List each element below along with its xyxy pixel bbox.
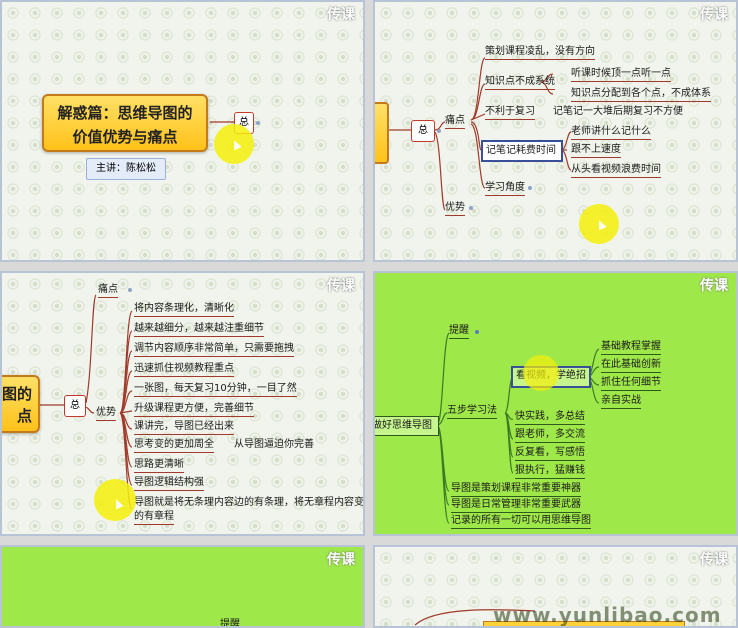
root-node-label: 做好思维导图 bbox=[373, 420, 432, 431]
watermark-logo: 传课 bbox=[327, 552, 355, 568]
advantage-item-11-line1[interactable]: 导图就是将无条理内容边的有条理，将无章程内容变 bbox=[134, 497, 364, 508]
step-4[interactable]: 狠执行，猛赚钱 bbox=[515, 465, 585, 479]
advantage-item-6[interactable]: 升级课程更方便，完善细节 bbox=[134, 403, 254, 417]
knowledge-sub-1[interactable]: 听课时候顶一点听一点 bbox=[571, 68, 671, 82]
expand-dot[interactable] bbox=[528, 186, 532, 190]
advantage-item-8[interactable]: 思考变的更加周全 bbox=[134, 439, 214, 453]
watermark-logo: 传课 bbox=[327, 278, 355, 294]
pain-item-2[interactable]: 知识点不成系统 bbox=[485, 76, 555, 90]
connector-lines bbox=[210, 121, 234, 123]
watch-sub-2[interactable]: 在此基础创新 bbox=[601, 359, 661, 373]
step-1[interactable]: 快实践，多总结 bbox=[515, 411, 585, 425]
advantage-item-3[interactable]: 调节内容顺序非常简单，只需要拖拽 bbox=[134, 343, 294, 357]
expand-dot[interactable] bbox=[437, 129, 441, 133]
step-2[interactable]: 跟老师，多交流 bbox=[515, 429, 585, 443]
expand-dot[interactable] bbox=[469, 206, 473, 210]
advantage-node[interactable]: 优势 bbox=[445, 202, 465, 216]
advantage-item-2[interactable]: 越来越细分，越来越注重细节 bbox=[134, 323, 264, 337]
presenter-label: 主讲：陈松松 bbox=[86, 158, 166, 180]
main-title-line1: 解惑篇：思维导图的 bbox=[57, 104, 193, 122]
connector-lines bbox=[40, 294, 133, 510]
expand-dot[interactable] bbox=[475, 330, 479, 334]
pain-item-1[interactable]: 策划课程凌乱，没有方向 bbox=[485, 46, 595, 60]
advantage-item-10[interactable]: 导图逻辑结构强 bbox=[134, 477, 204, 491]
panel-learning-method: 传课 做好思维导图 提醒 五步学习法 看视频，学绝招 基础教程掌握 在此基础创新… bbox=[373, 271, 738, 536]
remind-node[interactable]: 提醒 bbox=[220, 619, 240, 626]
notes-sub-2[interactable]: 跟不上速度 bbox=[571, 144, 621, 158]
five-steps-node[interactable]: 五步学习法 bbox=[447, 405, 497, 419]
pain-item-4: 记笔记耗费时间 bbox=[486, 145, 556, 156]
pain-item-4-selected[interactable]: 记笔记耗费时间 bbox=[481, 140, 563, 162]
panel-advantages: 传课 图的 点 总 痛点 优势 将内容条理化，清晰化 越来越细分，越来越注重细节… bbox=[0, 271, 365, 536]
expand-dot[interactable] bbox=[128, 288, 132, 292]
root-node[interactable]: 总 bbox=[411, 120, 435, 142]
title-fragment-line1: 图的 bbox=[1, 385, 32, 403]
bottom-item-1[interactable]: 导图是策划课程非常重要神器 bbox=[451, 483, 581, 497]
advantage-item-11-line2[interactable]: 的有章程 bbox=[134, 511, 174, 525]
title-node-fragment bbox=[375, 102, 389, 164]
panel-bottom-left: 传课 提醒 bbox=[0, 545, 365, 628]
main-title-line2: 价值优势与痛点 bbox=[72, 128, 178, 146]
advantage-item-9[interactable]: 思路更清晰 bbox=[134, 459, 184, 473]
advantage-node[interactable]: 优势 bbox=[96, 407, 116, 421]
advantage-item-5[interactable]: 一张图，每天复习10分钟，一目了然 bbox=[134, 383, 297, 397]
panel-intro: 传课 解惑篇：思维导图的 价值优势与痛点 主讲：陈松松 总 bbox=[0, 0, 365, 262]
pain-item-3[interactable]: 不利于复习 bbox=[485, 106, 535, 120]
watermark-logo: 传课 bbox=[327, 7, 355, 23]
root-node[interactable]: 做好思维导图 bbox=[373, 416, 439, 436]
bottom-item-2[interactable]: 导图是日常管理非常重要武器 bbox=[451, 499, 581, 513]
knowledge-sub-2[interactable]: 知识点分配到各个点，不成体系 bbox=[571, 88, 711, 102]
pain-item-5[interactable]: 学习角度 bbox=[485, 182, 525, 196]
notes-sub-1[interactable]: 老师讲什么记什么 bbox=[571, 126, 651, 140]
watermark-logo: 传课 bbox=[700, 7, 728, 23]
cursor-highlight bbox=[214, 124, 254, 164]
watch-sub-4[interactable]: 亲自实战 bbox=[601, 395, 641, 409]
title-node-fragment: 图的 点 bbox=[1, 375, 40, 433]
step-3[interactable]: 反复看，写感悟 bbox=[515, 447, 585, 461]
expand-dot[interactable] bbox=[256, 121, 260, 125]
review-sub[interactable]: 记笔记一大堆后期复习不方便 bbox=[553, 106, 683, 117]
advantage-item-4[interactable]: 迅速抓住视频教程重点 bbox=[134, 363, 234, 377]
connector-lines bbox=[414, 609, 536, 626]
remind-node[interactable]: 提醒 bbox=[449, 325, 469, 339]
watch-sub-1[interactable]: 基础教程掌握 bbox=[601, 341, 661, 355]
advantage-side-note[interactable]: 从导图逼迫你完善 bbox=[234, 439, 314, 450]
bottom-item-3[interactable]: 记录的所有一切可以用思维导图 bbox=[451, 515, 591, 529]
advantage-item-1[interactable]: 将内容条理化，清晰化 bbox=[134, 303, 234, 317]
panel-pain-points: 传课 总 痛点 优势 策划课程凌乱，没有方向 知识点不成系统 不利于复习 记笔记… bbox=[373, 0, 738, 262]
title-fragment-line2: 点 bbox=[16, 407, 32, 425]
watch-sub-3[interactable]: 抓住任何细节 bbox=[601, 377, 661, 391]
cursor-highlight bbox=[94, 479, 136, 521]
pain-node[interactable]: 痛点 bbox=[445, 115, 465, 129]
yellow-node-fragment bbox=[483, 621, 685, 626]
panel-bottom-right: 传课 www.yunlibao.com bbox=[373, 545, 738, 628]
notes-sub-3[interactable]: 从头看视频浪费时间 bbox=[571, 164, 661, 178]
root-node[interactable]: 总 bbox=[64, 395, 86, 417]
site-watermark: www.yunlibao.com bbox=[493, 603, 722, 627]
watermark-logo: 传课 bbox=[700, 278, 728, 294]
cursor-highlight bbox=[579, 204, 619, 244]
pain-node[interactable]: 痛点 bbox=[98, 284, 118, 298]
cursor-highlight bbox=[523, 355, 559, 391]
advantage-item-7[interactable]: 课讲完，导图已经出来 bbox=[134, 421, 234, 435]
main-title-node[interactable]: 解惑篇：思维导图的 价值优势与痛点 bbox=[42, 94, 208, 152]
watermark-logo: 传课 bbox=[700, 552, 728, 568]
